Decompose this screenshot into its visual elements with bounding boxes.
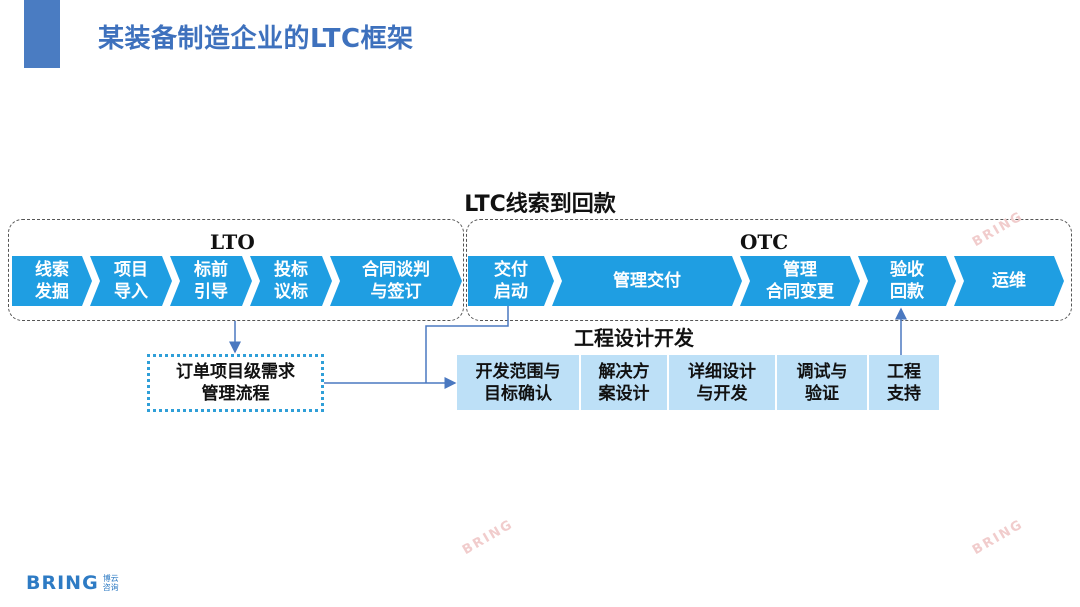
engineering-row: 开发范围与 目标确认 解决方 案设计 详细设计 与开发 调试与 验证 工程 支持: [457, 355, 939, 410]
lto-step-contract-negotiation[interactable]: 合同谈判 与签订: [330, 256, 462, 306]
otc-step-label: 管理交付: [613, 271, 681, 291]
connector-delivery-to-engineering: [425, 306, 509, 383]
logo-text: BRING: [26, 572, 99, 594]
eng-cell-engineering-support[interactable]: 工程 支持: [869, 355, 939, 410]
eng-cell-label: 调试与 验证: [796, 361, 848, 404]
otc-step-acceptance-payment[interactable]: 验收 回款: [858, 256, 956, 306]
eng-cell-label: 开发范围与 目标确认: [475, 361, 561, 404]
logo-subtext: 博云咨询: [102, 574, 119, 592]
lto-step-bidding[interactable]: 投标 议标: [250, 256, 332, 306]
otc-step-label: 管理 合同变更: [766, 260, 834, 302]
otc-step-label: 运维: [992, 271, 1026, 291]
eng-cell-scope[interactable]: 开发范围与 目标确认: [457, 355, 581, 410]
eng-cell-solution-design[interactable]: 解决方 案设计: [581, 355, 669, 410]
slide-title: 某装备制造企业的LTC框架: [98, 24, 414, 54]
eng-cell-label: 工程 支持: [887, 361, 921, 404]
otc-step-label: 交付 启动: [494, 260, 528, 302]
otc-step-label: 验收 回款: [890, 260, 924, 302]
order-requirement-label: 订单项目级需求 管理流程: [176, 362, 295, 404]
lto-label: LTO: [210, 230, 255, 254]
title-accent-bar: [24, 0, 60, 68]
lto-step-label: 合同谈判 与签订: [362, 260, 430, 302]
lto-step-label: 项目 导入: [114, 260, 148, 302]
eng-cell-label: 详细设计 与开发: [688, 361, 756, 404]
lto-step-label: 标前 引导: [194, 260, 228, 302]
otc-step-delivery-start[interactable]: 交付 启动: [468, 256, 554, 306]
eng-cell-label: 解决方 案设计: [598, 361, 650, 404]
lto-group-box: [8, 219, 464, 321]
eng-cell-detailed-design[interactable]: 详细设计 与开发: [669, 355, 777, 410]
lto-step-project-import[interactable]: 项目 导入: [90, 256, 172, 306]
otc-step-operations[interactable]: 运维: [954, 256, 1064, 306]
diagram-title: LTC线索到回款: [464, 192, 616, 217]
lto-step-pre-bid-guidance[interactable]: 标前 引导: [170, 256, 252, 306]
lto-step-lead-discovery[interactable]: 线索 发掘: [12, 256, 92, 306]
otc-step-contract-change[interactable]: 管理 合同变更: [740, 256, 860, 306]
order-requirement-box[interactable]: 订单项目级需求 管理流程: [147, 354, 324, 412]
otc-label: OTC: [740, 230, 789, 254]
lto-step-label: 投标 议标: [274, 260, 308, 302]
engineering-title: 工程设计开发: [574, 326, 694, 350]
otc-group-box: [466, 219, 1072, 321]
otc-step-manage-delivery[interactable]: 管理交付: [552, 256, 742, 306]
eng-cell-debug-verify[interactable]: 调试与 验证: [777, 355, 869, 410]
bring-logo: BRING 博云咨询: [26, 572, 121, 594]
lto-step-label: 线索 发掘: [35, 260, 69, 302]
